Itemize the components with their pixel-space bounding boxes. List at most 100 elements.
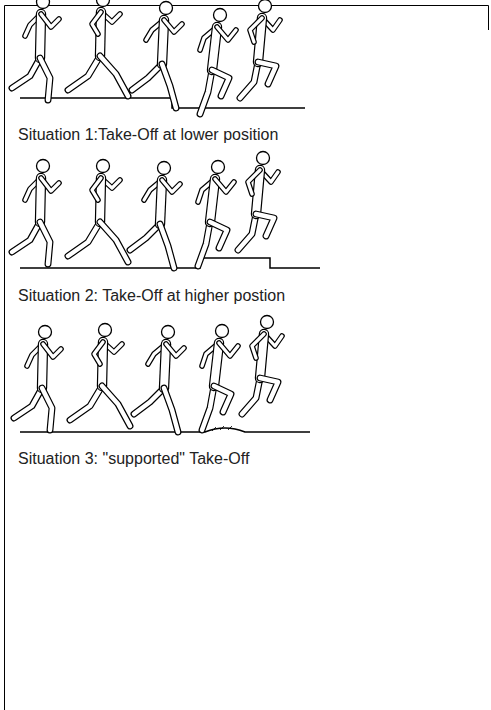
limb-outline (132, 64, 162, 90)
runner-figure (12, 160, 59, 265)
limb-outline (134, 388, 164, 414)
limb (202, 386, 214, 430)
limb-outline (14, 388, 42, 418)
limb-outline (40, 222, 50, 264)
runner-figure (200, 9, 236, 115)
limb-outline (219, 343, 238, 356)
limb (217, 27, 236, 40)
limb-outline (160, 180, 162, 224)
limb-outline (240, 62, 258, 98)
limb-outline (68, 56, 100, 90)
limb (42, 344, 43, 388)
runner-figure (68, 160, 128, 263)
runner-head (214, 9, 227, 22)
frame-line (5, 6, 489, 710)
limb-outline (40, 14, 41, 58)
limb-outline (200, 70, 212, 114)
limb (41, 178, 59, 191)
limb (160, 224, 174, 268)
runner-head (160, 2, 173, 15)
limb-outline (162, 64, 176, 108)
limb-outline (41, 178, 59, 191)
runner-head (261, 316, 274, 329)
limb (164, 20, 182, 32)
ground (20, 98, 320, 432)
limb-outline (162, 20, 164, 64)
limb (40, 178, 41, 222)
limb-outline (217, 27, 236, 40)
runner-figure (12, 0, 59, 100)
limb-outline (250, 18, 262, 42)
runner-figure (240, 0, 280, 98)
limb-outline (248, 170, 260, 194)
situation-caption: Situation 3: "supported" Take-Off (18, 449, 249, 469)
limb (214, 386, 231, 412)
runner-head (99, 324, 112, 337)
limb (130, 224, 160, 250)
limb (210, 179, 215, 222)
limb (212, 70, 229, 96)
limb (70, 386, 102, 420)
runner-figure (134, 326, 184, 433)
limb (260, 378, 278, 400)
runner-figure (242, 316, 282, 415)
limb-outline (102, 386, 130, 426)
limb-outline (164, 20, 182, 32)
limb-outline (162, 180, 180, 192)
limb-outline (94, 342, 103, 364)
runner-row (12, 152, 278, 269)
limb-outline (130, 224, 160, 250)
limb (162, 180, 180, 192)
runner-head (97, 160, 110, 173)
limb-outline (198, 222, 210, 266)
limb (68, 56, 100, 90)
runner-head (259, 0, 272, 13)
limb-outline (68, 222, 100, 256)
limb (92, 12, 101, 34)
limb (162, 64, 176, 108)
runner-head (37, 160, 50, 173)
runner-head (158, 162, 171, 175)
frame (5, 6, 489, 710)
limb (12, 222, 40, 252)
limb-outline (42, 344, 43, 388)
limb-outline (214, 386, 231, 412)
runner-figure (202, 325, 238, 431)
limb-outline (12, 58, 40, 88)
limb (219, 343, 238, 356)
limb-outline (166, 344, 184, 356)
limb-outline (256, 214, 274, 236)
runner-figure (130, 162, 180, 269)
limb-outline (40, 178, 41, 222)
runner-figure (238, 152, 278, 251)
limb-outline (70, 386, 102, 420)
limb (134, 388, 164, 414)
runner-figure (198, 161, 234, 267)
limb (40, 58, 50, 100)
runner-head (212, 161, 225, 174)
limb-outline (160, 224, 174, 268)
runner-head (257, 152, 270, 165)
limb (242, 378, 260, 414)
limb (212, 27, 217, 70)
limb-outline (164, 388, 178, 432)
runner-row (12, 0, 280, 114)
situation-caption: Situation 1:Take-Off at lower position (18, 125, 278, 145)
limb (238, 214, 256, 250)
limb-outline (215, 179, 234, 192)
limb (200, 70, 212, 114)
runner-head (216, 325, 229, 338)
limb (258, 62, 276, 84)
limb (92, 178, 101, 200)
limb-outline (92, 12, 101, 34)
limb (164, 388, 178, 432)
limb-outline (260, 378, 278, 400)
limb-outline (12, 222, 40, 252)
limb (166, 344, 184, 356)
limb-outline (164, 344, 166, 388)
ground-line (20, 428, 310, 432)
limb (41, 14, 59, 27)
limb-outline (202, 386, 214, 430)
limb (210, 222, 227, 248)
limb (160, 180, 162, 224)
